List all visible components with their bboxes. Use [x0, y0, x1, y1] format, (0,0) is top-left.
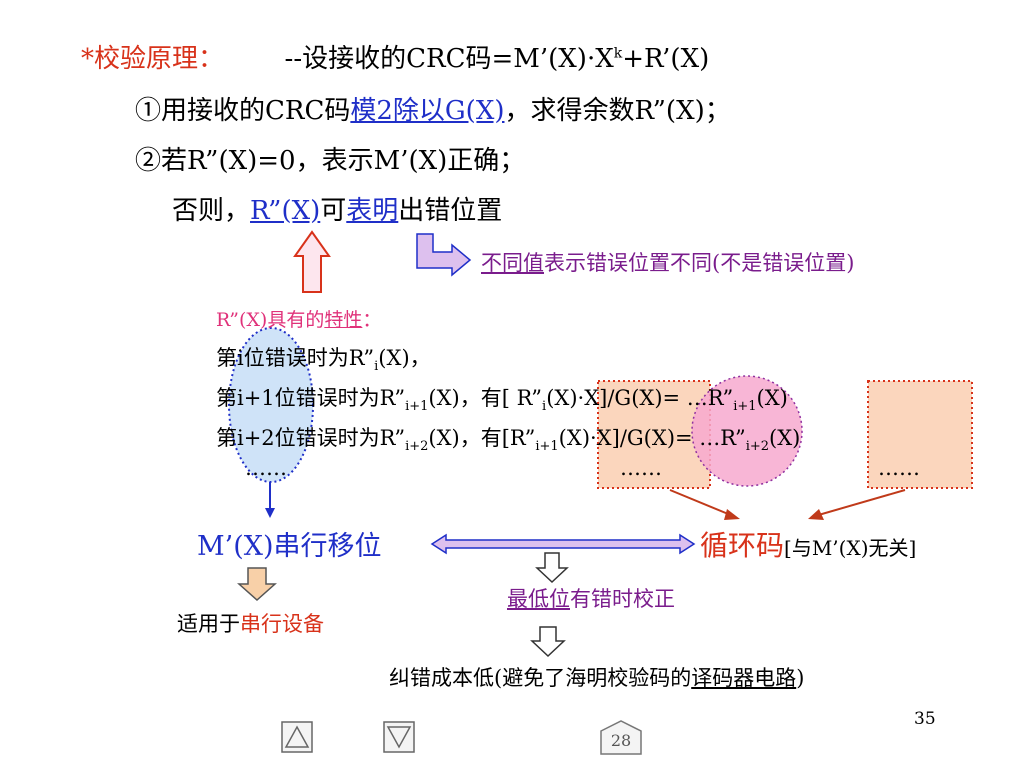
step-3: 否则，R”(X)可表明出错位置 — [172, 190, 502, 227]
next-slide-button[interactable] — [383, 721, 415, 753]
row-i2-c: (X)·X]/G(X)= …R” — [558, 426, 746, 450]
formula-superscript: k — [613, 45, 623, 62]
middle-box-ellipsis: …… — [620, 456, 662, 480]
cyclic-code-note: [与M’(X)无关] — [784, 536, 917, 560]
title-line: *校验原理： --设接收的CRC码=M’(X)·Xk+R’(X) — [81, 38, 709, 75]
double-arrow-icon — [430, 533, 696, 555]
diff-note-text: 表示错误位置不同(不是错误位置) — [544, 251, 855, 275]
step1-text: ①用接收的CRC码 — [135, 96, 351, 126]
down-arrow-left-icon — [237, 567, 277, 602]
formula-tail: +R’(X) — [622, 44, 710, 74]
cyclic-code-label: 循环码 — [700, 529, 785, 562]
row-i-tail: (X)， — [378, 346, 431, 370]
row-i2-sub3: i+2 — [745, 439, 770, 455]
row-i2-sub2: i+1 — [535, 439, 559, 455]
goto-slide-button[interactable]: 28 — [600, 719, 642, 755]
row-i2-sub: i+2 — [405, 439, 429, 455]
dotted-box-right — [867, 380, 973, 489]
row-i1-sub: i+1 — [405, 399, 429, 415]
diff-value-link[interactable]: 不同值 — [481, 251, 544, 275]
step1-tail: ，求得余数R”(X)； — [504, 96, 731, 126]
row-i-sub: i — [374, 359, 379, 375]
diff-note: 不同值表示错误位置不同(不是错误位置) — [481, 247, 854, 277]
page-number: 35 — [914, 709, 936, 729]
row-i1: 第i+1位错误时为R”i+1(X)，有[ R”i(X)·X]/G(X)= …R”… — [216, 382, 788, 414]
right-box-ellipsis: …… — [878, 456, 920, 480]
correction-text: 有错时校正 — [570, 587, 675, 611]
row-i-text: 第i位错误时为R” — [216, 346, 375, 370]
red-arrow-right-head — [808, 509, 824, 520]
ellipse-connector-arrowhead — [265, 508, 275, 518]
row-i2: 第i+2位错误时为R”i+2(X)，有[R”i+1(X)·X]/G(X)= …R… — [216, 422, 800, 454]
step3-mid: 可 — [320, 196, 347, 226]
property-link[interactable]: 特性 — [324, 309, 363, 331]
down-arrow-bottom-icon — [530, 626, 566, 658]
step-1: ①用接收的CRC码模2除以G(X)，求得余数R”(X)； — [135, 90, 731, 127]
property-text: R”(X)具有的 — [216, 309, 325, 331]
indicate-link[interactable]: 表明 — [346, 196, 399, 226]
cost-note: 纠错成本低(避免了海明校验码的译码器电路) — [389, 662, 804, 692]
row-i1-text: 第i+1位错误时为R” — [216, 386, 406, 410]
triangle-up-icon — [281, 721, 313, 753]
step-2: ②若R”(X)=0，表示M’(X)正确； — [135, 140, 525, 177]
property-colon: ： — [362, 309, 382, 331]
down-arrow-middle-icon — [535, 552, 569, 584]
serial-shift-label: M’(X)串行移位 — [197, 531, 382, 562]
lowest-bit-link[interactable]: 最低位 — [507, 587, 570, 611]
row-i1-c: (X)·X]/G(X)= …R” — [546, 386, 734, 410]
row-i: 第i位错误时为R”i(X)， — [216, 342, 431, 374]
step3-tail: 出错位置 — [398, 196, 503, 226]
apply-note: 适用于串行设备 — [177, 608, 324, 638]
row-i1-b: (X)，有[ R” — [428, 386, 543, 410]
home-shape-icon — [600, 720, 642, 755]
step3-text: 否则， — [172, 196, 251, 226]
correction-note: 最低位有错时校正 — [507, 583, 675, 613]
remainder-link[interactable]: R”(X) — [250, 196, 321, 226]
property-heading: R”(X)具有的特性： — [216, 305, 381, 332]
cyclic-code-group: 循环码[与M’(X)无关] — [700, 524, 916, 564]
cost-text: 纠错成本低(避免了海明校验码的 — [389, 666, 692, 690]
row-i2-d: (X) — [769, 426, 801, 450]
row-ellipsis: …… — [245, 456, 287, 480]
principle-title: *校验原理： — [81, 44, 225, 74]
row-i1-d: (X) — [756, 386, 788, 410]
red-arrow-right-line — [814, 489, 906, 517]
apply-text: 适用于 — [177, 612, 240, 636]
prev-slide-button[interactable] — [281, 721, 313, 753]
dotted-box-middle — [597, 380, 711, 489]
formula-text: --设接收的CRC码=M’(X)·X — [284, 44, 614, 74]
pink-circle-highlight — [691, 375, 803, 487]
red-arrow-left-head — [724, 509, 740, 520]
row-i2-text: 第i+2位错误时为R” — [216, 426, 406, 450]
row-i1-sub3: i+1 — [733, 399, 757, 415]
goto-slide-number: 28 — [610, 731, 632, 750]
up-arrow-icon — [293, 230, 331, 293]
row-i1-sub2: i — [542, 399, 547, 415]
cost-tail: ) — [796, 666, 805, 690]
serial-device-text: 串行设备 — [240, 612, 324, 636]
red-arrow-left-line — [669, 489, 734, 517]
step2-text: ②若R”(X)=0，表示M’(X)正确； — [135, 146, 526, 176]
triangle-down-icon — [383, 721, 415, 753]
decoder-circuit-link[interactable]: 译码器电路 — [691, 666, 797, 690]
bent-arrow-icon — [416, 233, 472, 277]
row-i2-b: (X)，有[R” — [428, 426, 536, 450]
mod2-link[interactable]: 模2除以G(X) — [350, 96, 505, 126]
